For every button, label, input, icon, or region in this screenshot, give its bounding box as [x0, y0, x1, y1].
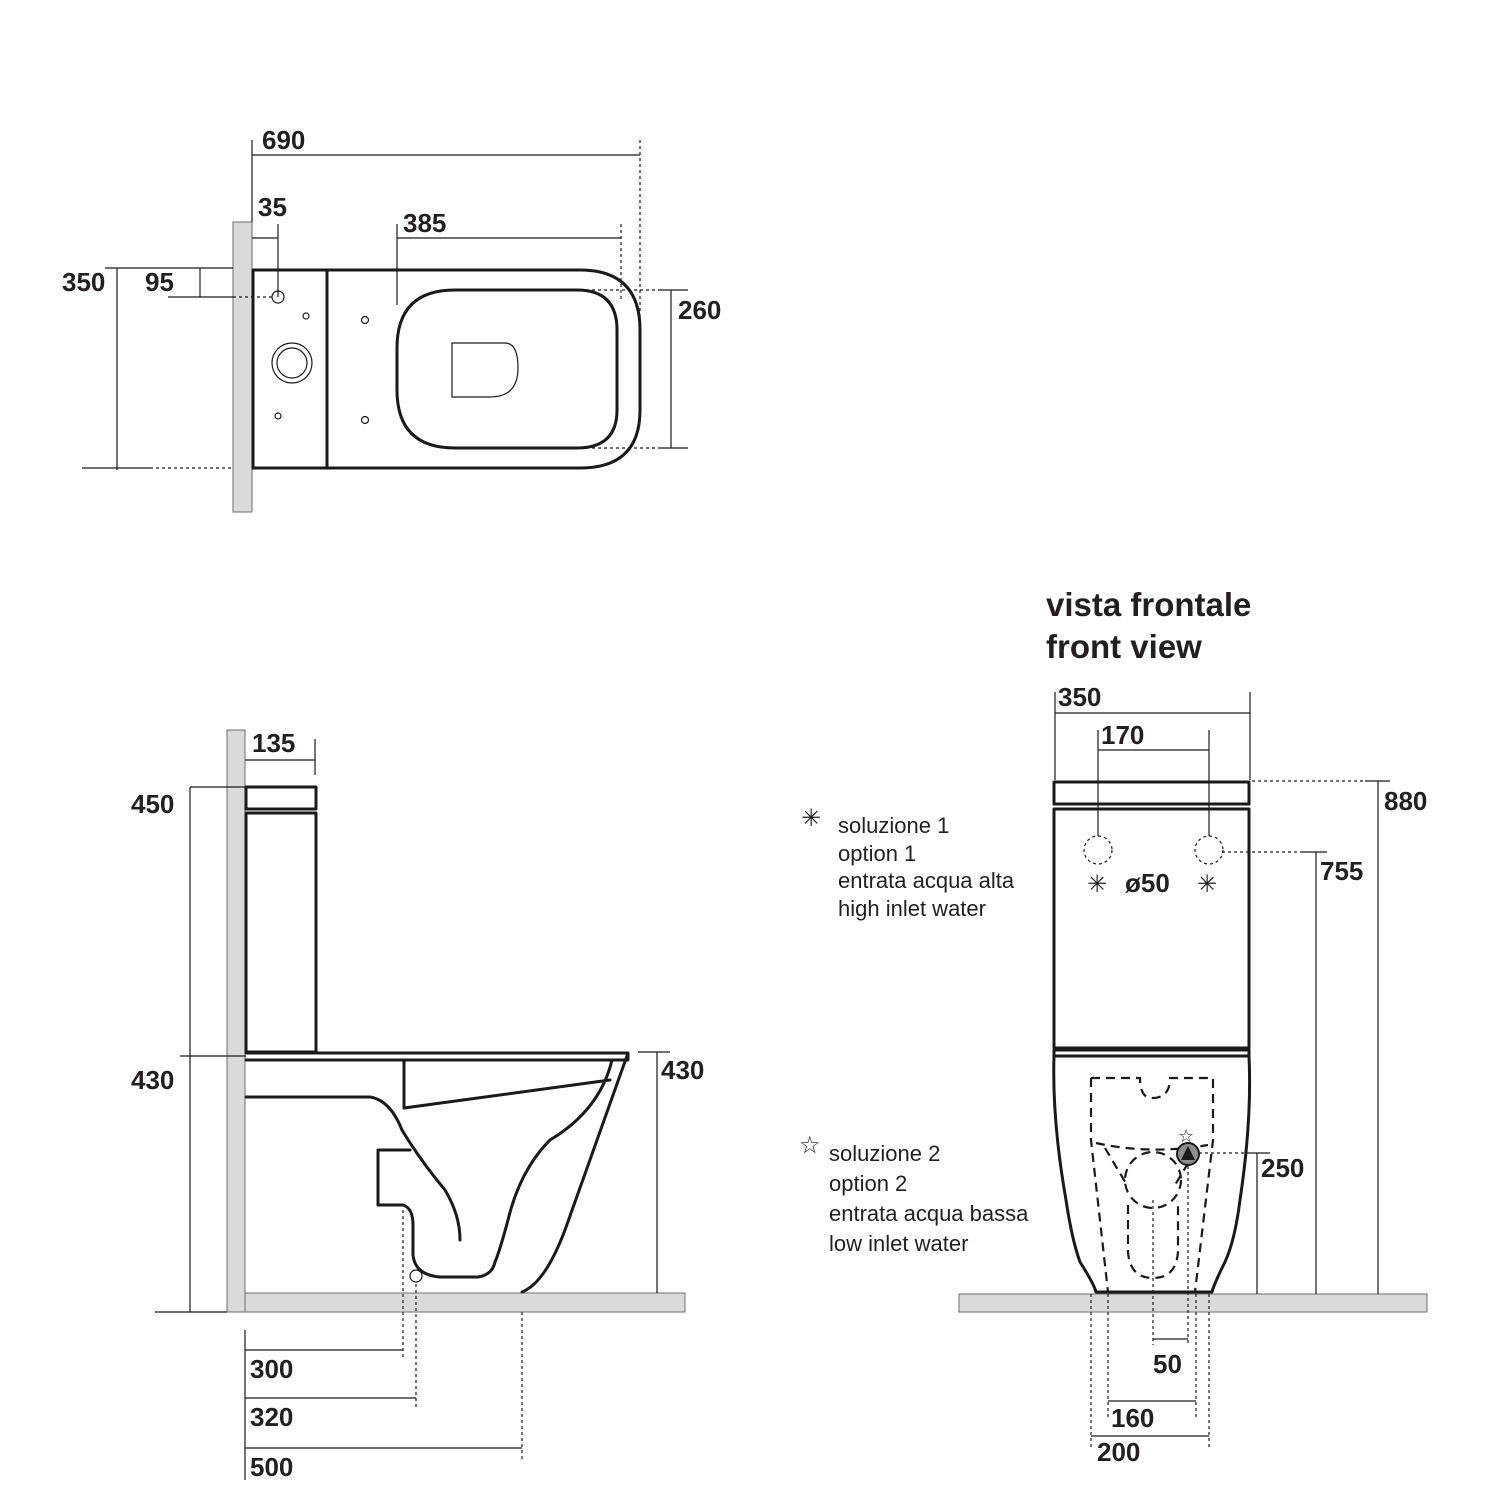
dim-95: 95 — [145, 267, 174, 297]
dim-430-right: 430 — [661, 1055, 704, 1085]
option-1-line-1: soluzione 1 — [838, 813, 949, 838]
dim-350-top: 350 — [62, 267, 105, 297]
side-view-dimension-lines — [155, 739, 670, 1480]
option-2-line-2: option 2 — [829, 1171, 907, 1196]
star-icon-inlet: ☆ — [1178, 1126, 1194, 1147]
dim-350-front: 350 — [1058, 682, 1101, 712]
dim-160: 160 — [1111, 1403, 1154, 1433]
side-view-wall — [226, 729, 246, 1313]
dim-35: 35 — [258, 192, 287, 222]
option-1-line-3: entrata acqua alta — [838, 868, 1015, 893]
option-2-legend: ☆ soluzione 2 option 2 entrata acqua bas… — [799, 1131, 1029, 1256]
dim-690: 690 — [262, 125, 305, 155]
dim-450: 450 — [131, 789, 174, 819]
option-2-line-4: low inlet water — [829, 1231, 968, 1256]
front-view-title-en: front view — [1046, 628, 1202, 665]
front-view: vista frontale front view — [799, 586, 1428, 1467]
side-view-toilet-outline — [244, 785, 630, 1294]
front-view-dimension-lines — [1054, 692, 1390, 1448]
dim-260: 260 — [678, 295, 721, 325]
side-view: 135 450 430 430 300 320 500 — [131, 728, 704, 1482]
dim-755: 755 — [1320, 856, 1363, 886]
top-view: 690 35 385 350 95 260 — [62, 125, 721, 513]
asterisk-icon-left: ✳ — [1087, 870, 1107, 898]
asterisk-icon-legend: ✳ — [801, 804, 821, 832]
dim-135: 135 — [252, 728, 295, 758]
dim-300: 300 — [250, 1354, 293, 1384]
dim-200: 200 — [1097, 1437, 1140, 1467]
asterisk-icon-right: ✳ — [1197, 870, 1217, 898]
front-view-toilet-outline — [1052, 780, 1252, 1294]
top-view-wall — [232, 221, 253, 513]
front-view-floor — [958, 1293, 1428, 1313]
option-1-line-4: high inlet water — [838, 896, 986, 921]
option-2-line-3: entrata acqua bassa — [829, 1201, 1029, 1226]
dim-170: 170 — [1101, 720, 1144, 750]
star-icon-legend: ☆ — [799, 1131, 821, 1159]
top-view-toilet-outline — [251, 268, 642, 470]
dim-diameter-50: ø50 — [1125, 868, 1170, 898]
side-view-floor — [244, 1292, 686, 1313]
option-1-line-2: option 1 — [838, 841, 916, 866]
front-view-title-it: vista frontale — [1046, 586, 1251, 623]
dim-500: 500 — [250, 1452, 293, 1482]
dim-320: 320 — [250, 1402, 293, 1432]
dim-880: 880 — [1384, 786, 1427, 816]
option-1-legend: ✳ soluzione 1 option 1 entrata acqua alt… — [801, 804, 1015, 921]
option-2-line-1: soluzione 2 — [829, 1141, 940, 1166]
dim-385: 385 — [403, 208, 446, 238]
top-view-dimension-lines — [82, 140, 688, 470]
dim-430-left: 430 — [131, 1065, 174, 1095]
dim-250: 250 — [1261, 1153, 1304, 1183]
dim-50: 50 — [1153, 1349, 1182, 1379]
